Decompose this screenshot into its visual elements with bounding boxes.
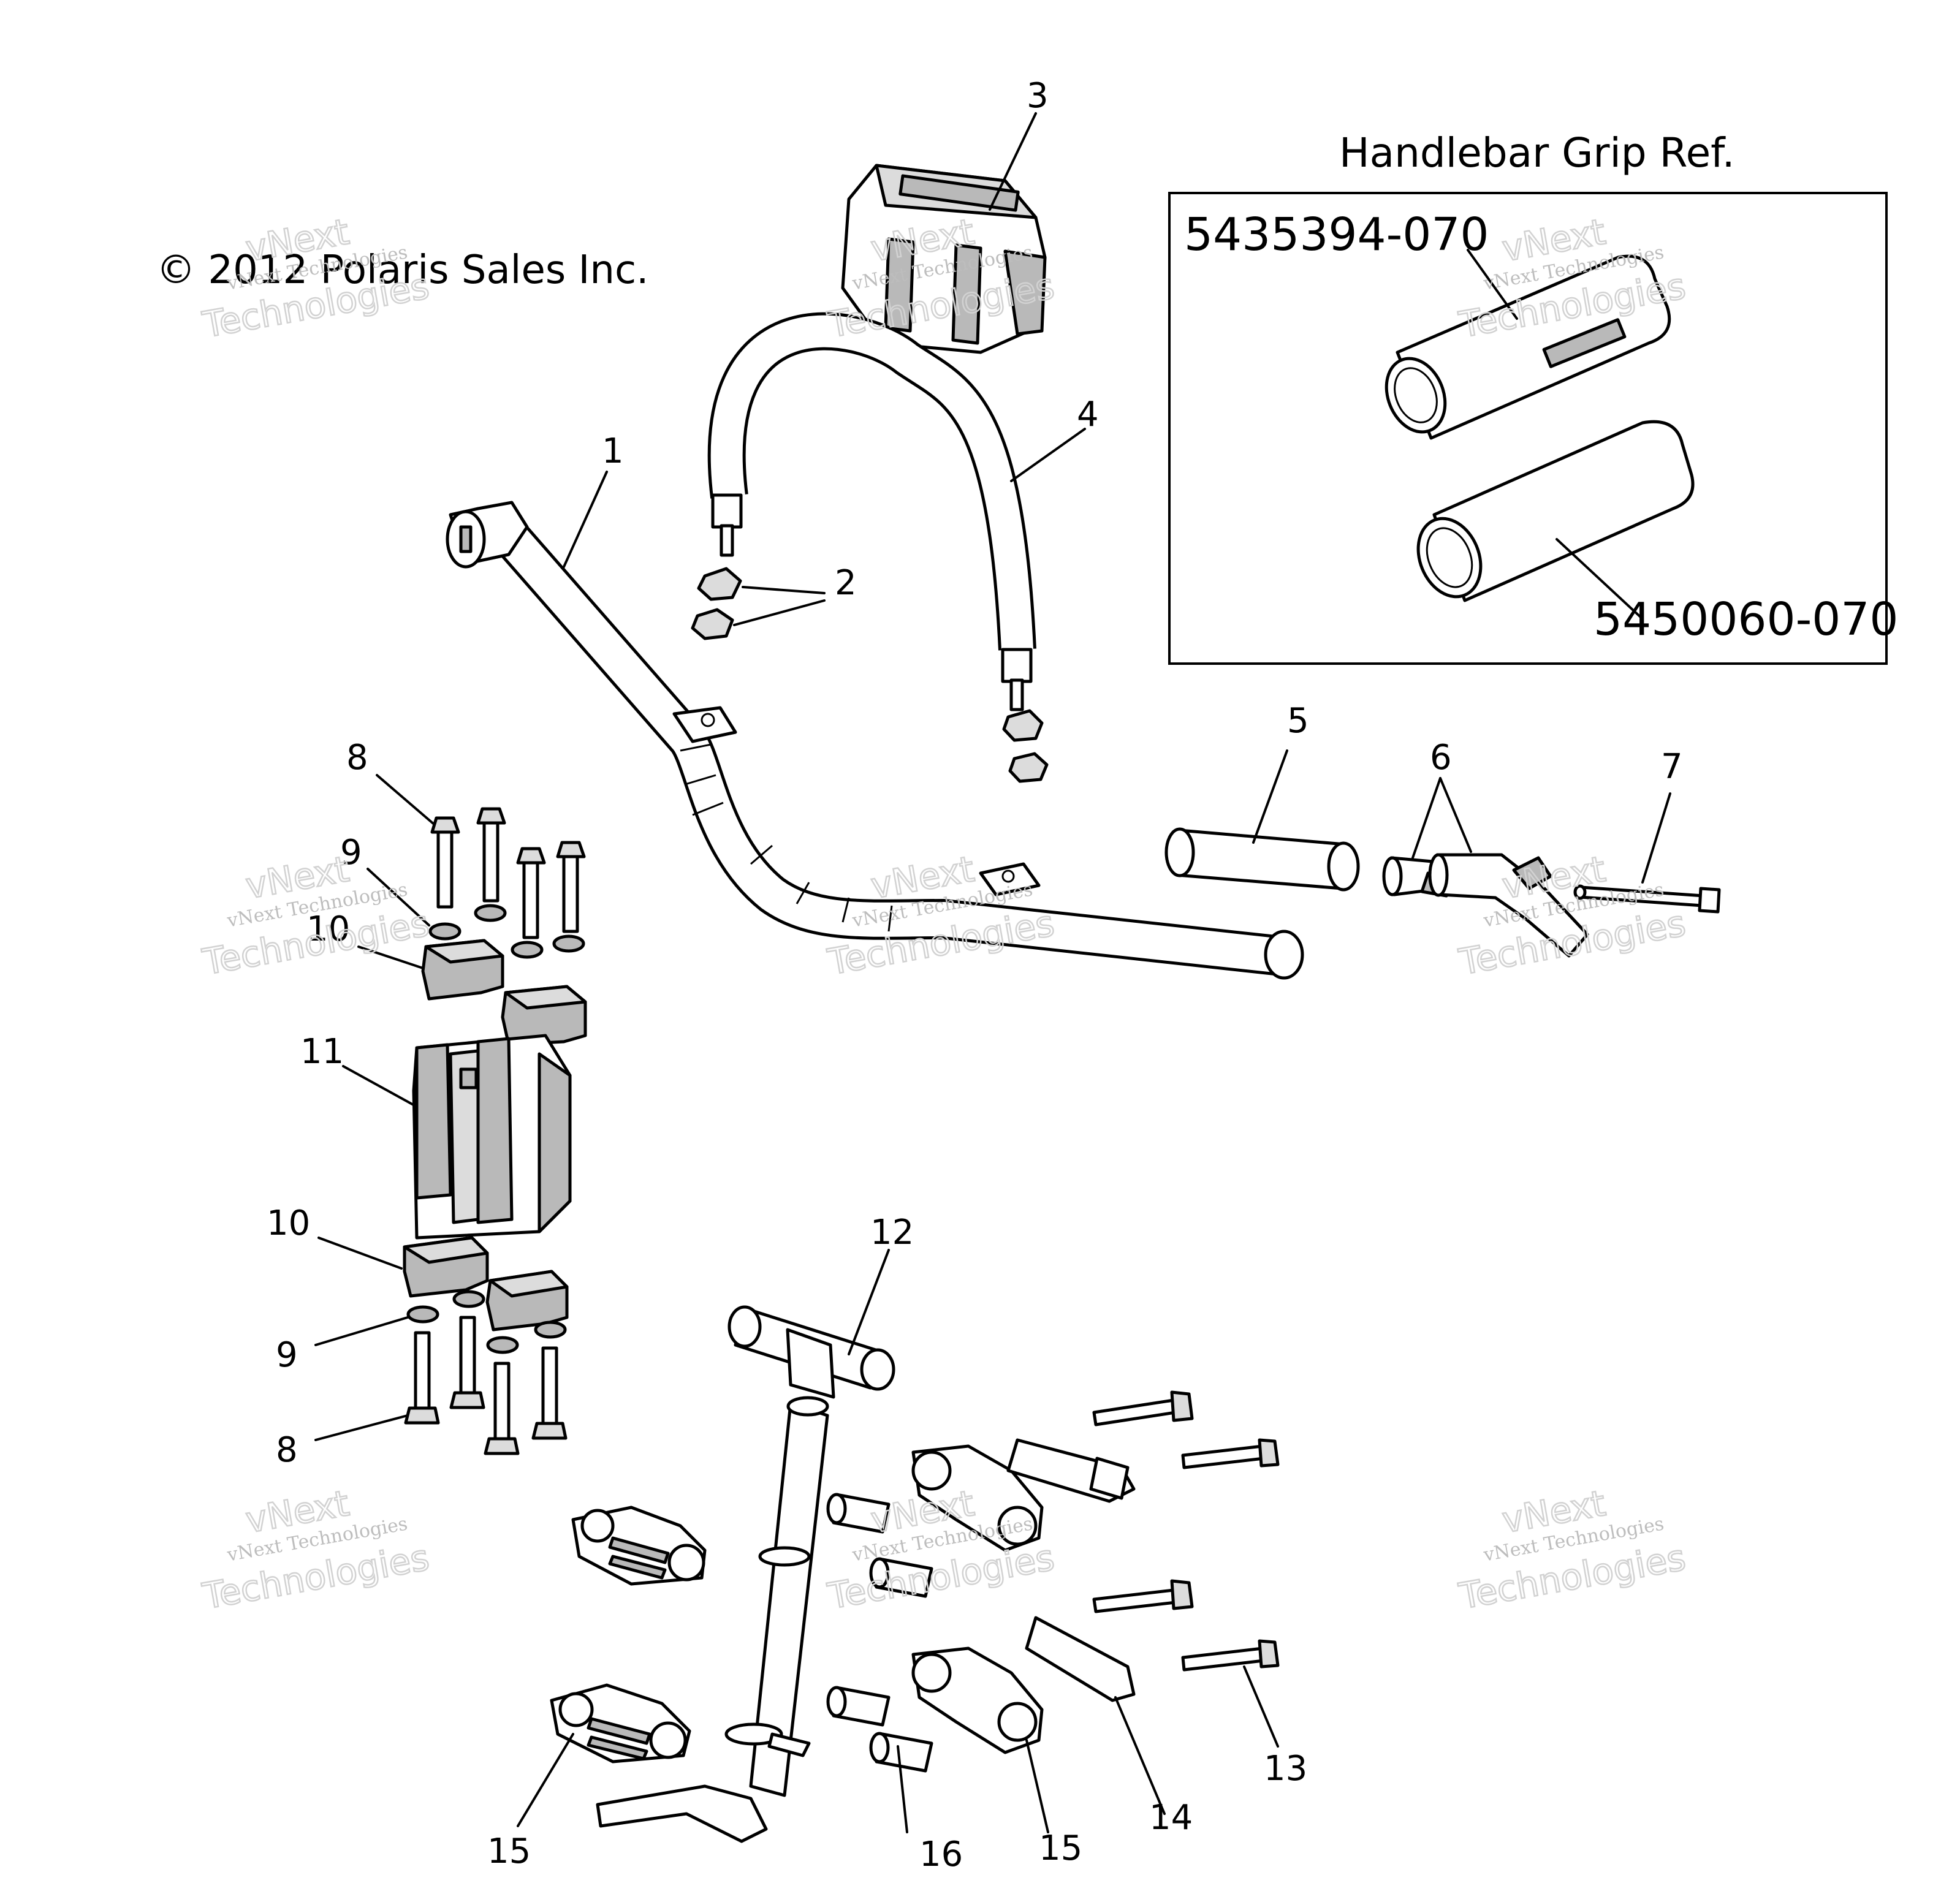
- nuts-set: [691, 567, 1049, 783]
- callout-7: 7: [1661, 747, 1683, 787]
- handlebar-grip-2: [1416, 420, 1695, 620]
- callout-12: 12: [870, 1213, 914, 1252]
- watermark-bottom-left: vNext vNext Technologies Technologies: [199, 1482, 433, 1618]
- handlebar-pad: [841, 112, 1047, 354]
- watermark-bottom-right: vNext vNext Technologies Technologies: [1455, 1482, 1689, 1618]
- upper-clamps: [357, 939, 587, 1047]
- callout-14: 14: [1149, 1798, 1193, 1838]
- callout-10-lower: 10: [267, 1203, 310, 1243]
- callout-9-lower: 9: [276, 1335, 298, 1375]
- handlebar-grip-1: [1385, 249, 1671, 440]
- callout-13: 13: [1264, 1749, 1307, 1789]
- grip-part-number-1: 5435394-070: [1184, 208, 1489, 261]
- callout-3: 3: [1027, 76, 1049, 116]
- end-bolt: [1573, 792, 1721, 914]
- callout-11: 11: [300, 1032, 344, 1072]
- callout-6: 6: [1430, 738, 1452, 778]
- callout-1: 1: [602, 431, 624, 471]
- callout-4: 4: [1077, 395, 1099, 434]
- callout-8-upper: 8: [346, 738, 368, 778]
- riser-block: [342, 1034, 572, 1240]
- bar-end-caps: [1382, 777, 1589, 958]
- steering-clamp-upper-right: [826, 1390, 1280, 1598]
- callout-15-left: 15: [487, 1832, 531, 1871]
- callout-16: 16: [919, 1835, 963, 1874]
- watermark-mid-left: vNext vNext Technologies Technologies: [199, 847, 433, 984]
- callout-2: 2: [835, 563, 857, 603]
- copyright-text: © 2012 Polaris Sales Inc.: [156, 248, 648, 293]
- grip-part-number-2: 5450060-070: [1593, 593, 1899, 646]
- upper-bolts: [367, 774, 586, 959]
- callout-labels: 1 2 3 4 5 6 7 8 9 10 11 10 9 8 12 13 14 …: [267, 76, 1683, 1874]
- callout-9-upper: 9: [340, 833, 362, 873]
- steering-clamp-upper-left: [571, 1506, 707, 1586]
- reference-box: [1168, 192, 1888, 665]
- callout-10-upper: 10: [306, 909, 350, 949]
- steering-clamp-lower-right: [826, 1579, 1280, 1833]
- lower-bolts: [314, 1290, 568, 1455]
- lower-clamps: [317, 1236, 569, 1332]
- reference-box-title: Handlebar Grip Ref.: [1339, 129, 1735, 176]
- callout-8-lower: 8: [276, 1430, 298, 1470]
- steering-clamp-lower-left: [517, 1683, 691, 1827]
- crossbar-tube: [707, 312, 1086, 711]
- watermark-top-left: vNext vNext Technologies Technologies: [199, 210, 433, 347]
- steering-post: [596, 1249, 895, 1843]
- callout-15-right: 15: [1039, 1828, 1082, 1868]
- callout-5: 5: [1287, 701, 1309, 741]
- handlebar: [446, 471, 1304, 980]
- grip-sleeve: [1164, 749, 1360, 892]
